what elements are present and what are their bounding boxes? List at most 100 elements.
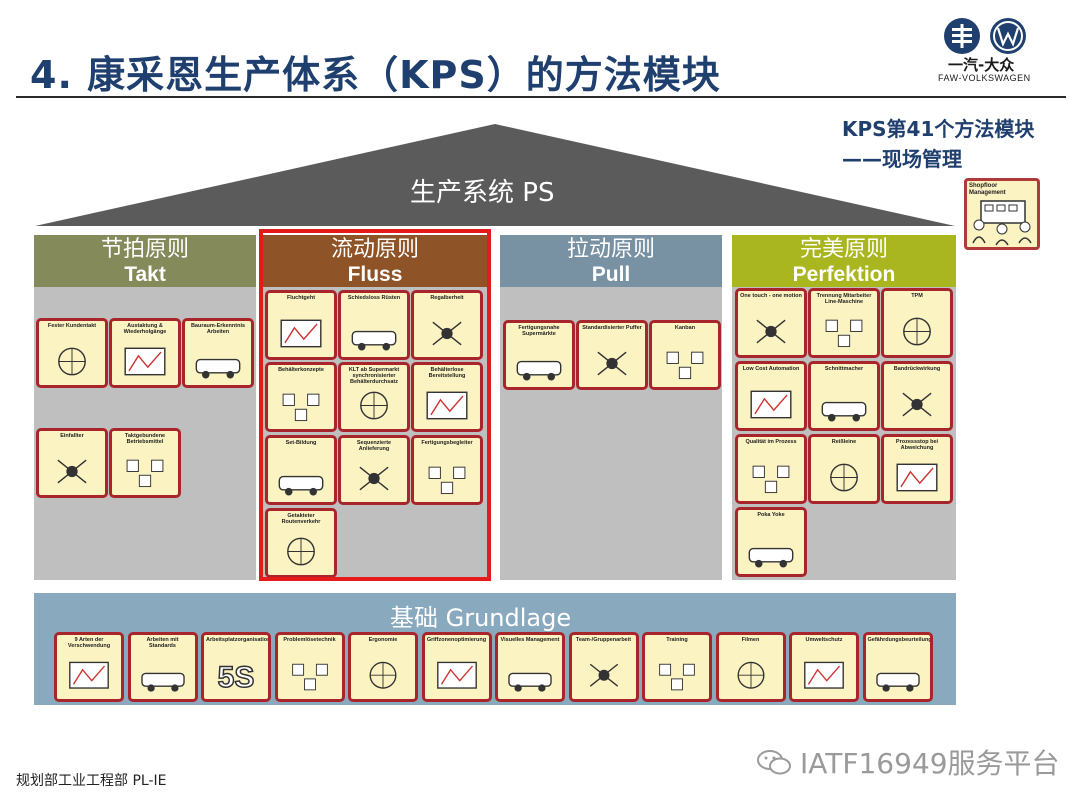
method-illustration-icon — [516, 360, 562, 381]
method-card: Schnittmacher — [808, 361, 880, 431]
method-illustration-icon — [902, 392, 932, 417]
grundlage-card-label: Team-/Gruppenarbeit — [575, 637, 632, 643]
pillar-title-en: Fluss — [347, 263, 403, 286]
method-card: Behälterkonzepte — [265, 362, 337, 432]
method-card: Regalberheit — [411, 290, 483, 360]
method-illustration-icon — [830, 463, 858, 492]
kps-note-line2: ——现场管理 — [842, 147, 962, 171]
grundlage-card-label: 9 Arten der Verschwendung — [67, 637, 111, 649]
grundlage-card: Ergonomie — [348, 632, 418, 702]
grundlage-illustration-icon — [436, 661, 477, 689]
grundlage-illustration-icon — [589, 663, 618, 687]
method-card: TPM — [881, 288, 953, 358]
method-illustration-icon — [597, 351, 627, 376]
method-card-label: Sequenzierte Anlieferung — [356, 440, 392, 452]
method-card: Reißleine — [808, 434, 880, 504]
method-card: Fertigungsnahe Supermärkte — [503, 320, 575, 390]
method-illustration-icon — [278, 475, 324, 496]
grundlage-card: Training — [642, 632, 712, 702]
method-card-label: Qualität im Prozess — [745, 439, 797, 445]
method-card: Prozessstop bei Abweichung — [881, 434, 953, 504]
pillar-title-en: Takt — [124, 263, 166, 286]
kps-note: KPS第41个方法模块 ——现场管理 — [842, 114, 1034, 174]
grundlage-illustration-icon — [291, 663, 328, 691]
method-card-label: TPM — [911, 293, 923, 299]
pillar-title-cn: 流动原则 — [330, 237, 419, 262]
watermark-text: IATF16949服务平台 — [800, 747, 1060, 780]
method-illustration-icon — [280, 319, 322, 348]
page-title: 4. 康采恩生产体系（KPS）的方法模块 — [30, 53, 721, 97]
method-card: Einfallter — [36, 428, 108, 498]
method-illustration-icon — [124, 347, 166, 376]
method-card: Fester Kundentakt — [36, 318, 108, 388]
method-illustration-icon — [428, 466, 466, 495]
method-card: One touch - one motion — [735, 288, 807, 358]
grundlage-card-label: Ergonomie — [368, 637, 398, 643]
method-illustration-icon — [360, 391, 388, 420]
method-card-label: Reißleine — [831, 439, 857, 445]
method-card-label: Schnittmacher — [824, 366, 864, 372]
shopfloor-card-label: Shopfloor Management — [969, 183, 1006, 196]
method-card-label: Low Cost Automation — [742, 366, 800, 372]
method-card: Trennung Mitarbeiter Line-Maschine — [808, 288, 880, 358]
method-illustration-icon — [903, 317, 931, 346]
method-card-label: One touch - one motion — [740, 293, 802, 299]
method-illustration-icon — [351, 330, 397, 351]
logo-text-cn: 一汽-大众 — [948, 56, 1015, 74]
shopfloor-board-icon — [972, 200, 1032, 246]
shopfloor-management-card: Shopfloor Management — [964, 178, 1040, 250]
method-card: Set-Bildung — [265, 435, 337, 505]
method-card-label: KLT ab Supermarkt synchronisierter Behäl… — [348, 367, 400, 385]
footer-department: 规划部工业工程部 PL-IE — [16, 773, 167, 789]
method-illustration-icon — [126, 459, 164, 488]
grundlage-card: Gefährdungsbeurteilung — [862, 632, 933, 702]
grundlage-card: Filmen — [715, 632, 786, 702]
pillar-title-en: Perfektion — [792, 263, 896, 286]
roof-label: 生产系统 PS — [410, 178, 555, 208]
grundlage-card-label: Arbeitsplatzorganisation — [206, 637, 271, 643]
method-card: Austaktung & Wiederholgänge — [109, 318, 181, 388]
method-illustration-icon — [58, 347, 86, 376]
grundlage-illustration-icon — [369, 661, 397, 689]
method-card: Fertigungsbegleiter — [411, 435, 483, 505]
method-illustration-icon — [748, 547, 794, 568]
method-card-label: Behälterkonzepte — [278, 367, 324, 373]
fluss-highlight-frame — [259, 229, 491, 581]
method-illustration-icon — [821, 401, 867, 422]
method-card-label: Fluchtgeht — [286, 295, 316, 301]
grundlage-illustration-icon — [804, 661, 844, 689]
method-illustration-icon — [752, 465, 790, 494]
pillar-title-cn: 完美原则 — [799, 237, 888, 262]
method-card-label: Fester Kundentakt — [47, 323, 97, 329]
method-card-label: Poka Yoke — [757, 512, 785, 518]
grundlage-illustration-icon — [140, 672, 185, 692]
method-illustration-icon — [359, 466, 389, 491]
method-card: Standardisierter Puffer — [576, 320, 648, 390]
pillar-title-cn: 节拍原则 — [100, 237, 189, 262]
method-card: Low Cost Automation — [735, 361, 807, 431]
pillar-title-cn: 拉动原则 — [566, 237, 655, 262]
method-card: Bauraum-Erkenntnis Arbeiten — [182, 318, 254, 388]
kps-note-line1: KPS第41个方法模块 — [842, 117, 1035, 141]
pillar-title-en: Pull — [591, 263, 631, 286]
method-illustration-icon — [57, 459, 87, 484]
method-card-label: Bauraum-Erkenntnis Arbeiten — [190, 323, 246, 335]
method-card-label: Behälterlose Bereitstellung — [428, 367, 466, 379]
method-card-label: Getakteter Routenverkehr — [281, 513, 321, 525]
method-card: KLT ab Supermarkt synchronisierter Behäl… — [338, 362, 410, 432]
grundlage-card-label: Visuelles Management — [500, 637, 560, 643]
pillar-pull — [500, 235, 722, 580]
grundlage-card-label: Problemlösetechnik — [283, 637, 336, 643]
grundlage-illustration-icon — [69, 661, 109, 689]
method-card: Schiedsloss Rüsten — [338, 290, 410, 360]
method-illustration-icon — [426, 391, 468, 420]
grundlage-card: Arbeiten mit Standards — [127, 632, 198, 702]
method-card-label: Fertigungsbegleiter — [421, 440, 473, 446]
grundlage-card: Visuelles Management — [495, 632, 565, 702]
method-card-label: Regalberheit — [430, 295, 464, 301]
method-card-label: Taktgebundene Betriebsmittel — [124, 433, 166, 445]
